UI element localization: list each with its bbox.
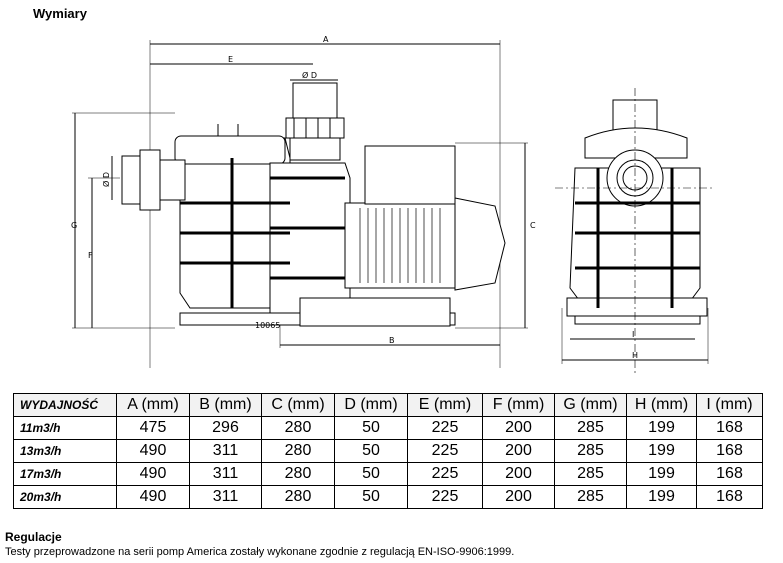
table-row: 11m3/h 475 296 280 50 225 200 285 199 16… (13, 416, 763, 440)
cell-d: 50 (334, 439, 408, 463)
dim-label-i: I (632, 330, 634, 339)
row-capacity: 11m3/h (13, 416, 117, 440)
cell-g: 285 (554, 462, 627, 486)
dim-label-d-top: Ø D (302, 70, 317, 80)
table-row: 13m3/h 490 311 280 50 225 200 285 199 16… (13, 439, 763, 463)
cell-h: 199 (626, 485, 697, 509)
cell-a: 475 (116, 416, 190, 440)
cell-a: 490 (116, 439, 190, 463)
cell-b: 311 (189, 462, 262, 486)
cell-c: 280 (261, 416, 335, 440)
table-row: 17m3/h 490 311 280 50 225 200 285 199 16… (13, 462, 763, 486)
cell-g: 285 (554, 439, 627, 463)
dim-label-a: A (323, 35, 329, 44)
cell-e: 225 (407, 416, 483, 440)
header-cell: WYDAJNOŚĆ (13, 393, 117, 417)
cell-a: 490 (116, 485, 190, 509)
table-header-row: WYDAJNOŚĆ A (mm) B (mm) C (mm) D (mm) E … (13, 393, 763, 417)
cell-c: 280 (261, 485, 335, 509)
dim-label-b: B (389, 336, 395, 345)
cell-d: 50 (334, 462, 408, 486)
header-cell: C (mm) (261, 393, 335, 417)
cell-f: 200 (482, 462, 555, 486)
dim-label-c: C (530, 221, 536, 230)
row-capacity: 17m3/h (13, 462, 117, 486)
header-cell: A (mm) (116, 393, 190, 417)
cell-i: 168 (696, 439, 763, 463)
header-cell: H (mm) (626, 393, 697, 417)
cell-i: 168 (696, 485, 763, 509)
header-cell: F (mm) (482, 393, 555, 417)
note-heading: Regulacje (5, 530, 62, 544)
cell-e: 225 (407, 462, 483, 486)
cell-b: 296 (189, 416, 262, 440)
part-number-label: 10065 (255, 321, 280, 330)
page-title: Wymiary (33, 6, 87, 21)
header-cell: I (mm) (696, 393, 763, 417)
row-capacity: 20m3/h (13, 485, 117, 509)
cell-a: 490 (116, 462, 190, 486)
cell-i: 168 (696, 416, 763, 440)
cell-h: 199 (626, 439, 697, 463)
header-cell: B (mm) (189, 393, 262, 417)
row-capacity: 13m3/h (13, 439, 117, 463)
technical-drawing: A E Ø D B C G F Ø D I H 10065 (71, 35, 715, 373)
cell-b: 311 (189, 485, 262, 509)
cell-e: 225 (407, 439, 483, 463)
cell-f: 200 (482, 485, 555, 509)
note-text: Testy przeprowadzone na serii pomp Ameri… (5, 546, 515, 558)
cell-f: 200 (482, 416, 555, 440)
cell-h: 199 (626, 416, 697, 440)
cell-d: 50 (334, 416, 408, 440)
cell-i: 168 (696, 462, 763, 486)
cell-e: 225 (407, 485, 483, 509)
cell-h: 199 (626, 462, 697, 486)
cell-g: 285 (554, 416, 627, 440)
header-cell: G (mm) (554, 393, 627, 417)
header-cell: E (mm) (407, 393, 483, 417)
dimensions-table: WYDAJNOŚĆ A (mm) B (mm) C (mm) D (mm) E … (13, 393, 763, 509)
dim-label-e: E (228, 55, 233, 64)
dim-label-h: H (632, 351, 638, 360)
cell-d: 50 (334, 485, 408, 509)
dim-label-g: G (71, 221, 77, 230)
header-cell: D (mm) (334, 393, 408, 417)
dim-label-d-side: Ø D (101, 172, 111, 187)
dim-label-f: F (88, 251, 93, 260)
table-row: 20m3/h 490 311 280 50 225 200 285 199 16… (13, 485, 763, 509)
cell-f: 200 (482, 439, 555, 463)
cell-c: 280 (261, 439, 335, 463)
cell-b: 311 (189, 439, 262, 463)
cell-c: 280 (261, 462, 335, 486)
cell-g: 285 (554, 485, 627, 509)
